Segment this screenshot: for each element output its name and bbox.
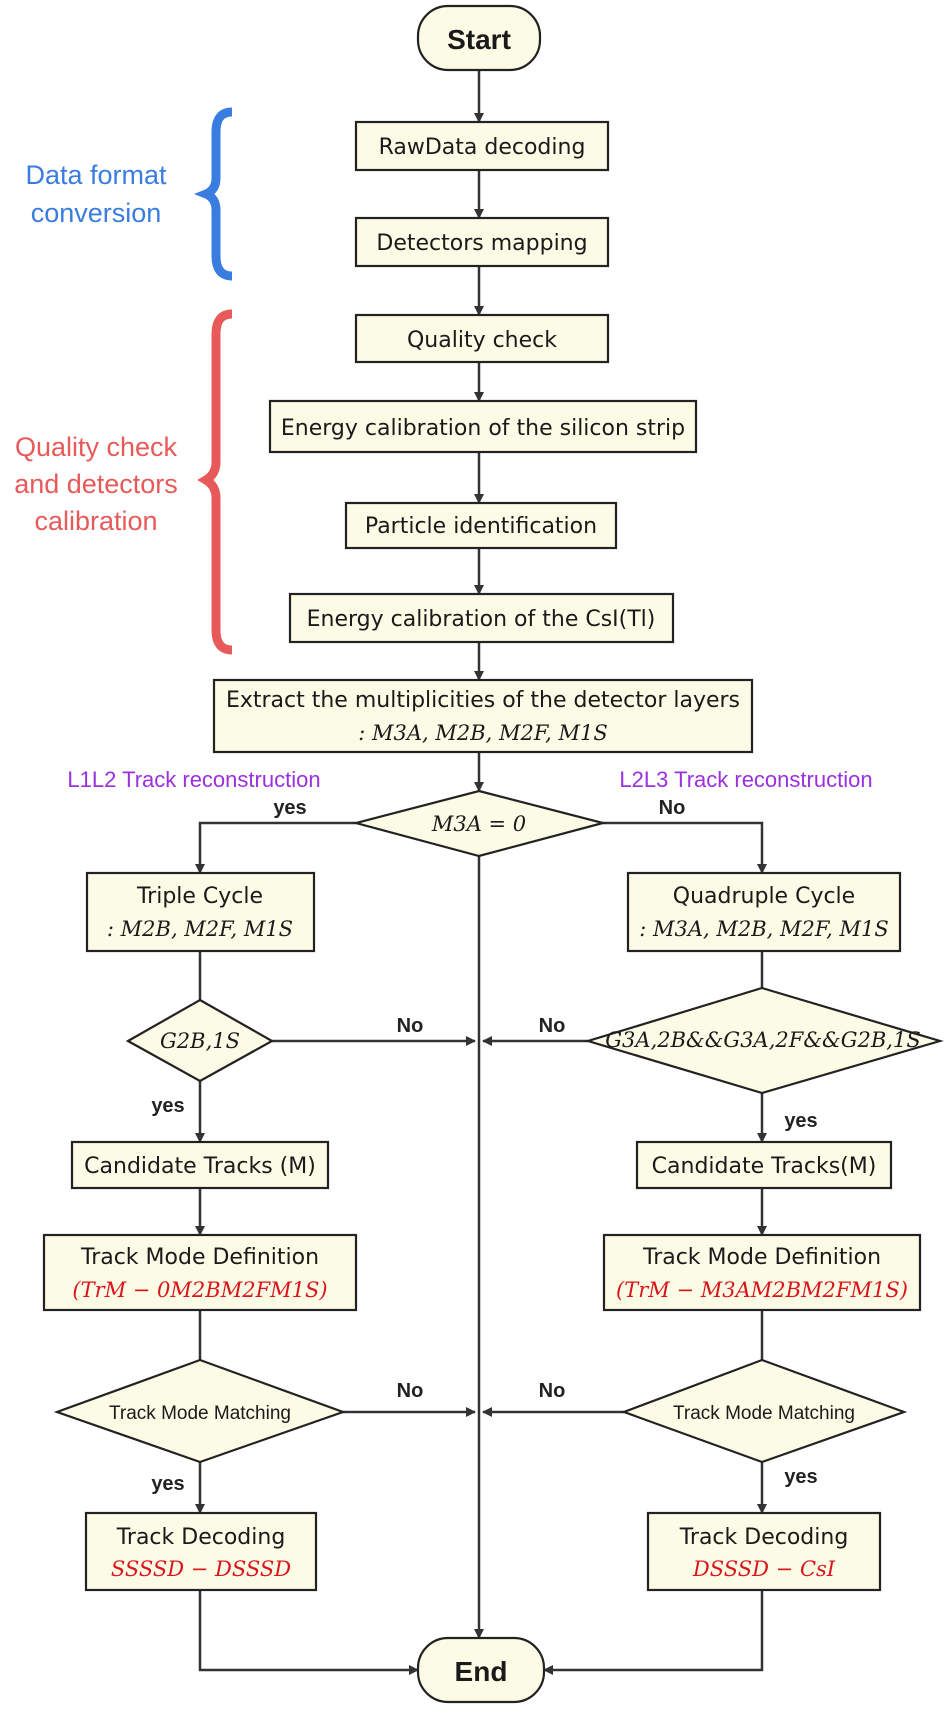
label-no-right-matching: No [539, 1380, 566, 1402]
energy-calibration-silicon-step: Energy calibration of the silicon strip [268, 399, 698, 454]
label-yes-left-gate: yes [151, 1095, 184, 1117]
detectors-mapping-step: Detectors mapping [354, 216, 610, 268]
svg-text:Particle identification: Particle identification [365, 514, 597, 539]
label-no-left-gate: No [397, 1015, 424, 1037]
edge-left-decoding-end [198, 1590, 419, 1675]
right-track-mode-definition-step: Track Mode Definition (TrM − M3AM2BM2FM1… [602, 1233, 922, 1312]
left-candidate-tracks-step: Candidate Tracks (M) [70, 1140, 330, 1190]
start-terminal: Start [416, 4, 542, 72]
svg-text:Quality check: Quality check [407, 328, 557, 353]
left-track-mode-definition-step: Track Mode Definition (TrM − 0M2BM2FM1S) [42, 1233, 358, 1312]
quality-label-line2: and detectors [14, 469, 178, 499]
svg-text:Track Mode Matching: Track Mode Matching [109, 1403, 291, 1424]
quality-check-step: Quality check [354, 313, 610, 364]
left-branch-title: L1L2 Track reconstruction [67, 767, 320, 792]
quality-label-line1: Quality check [15, 432, 178, 462]
label-yes-right-matching: yes [784, 1466, 817, 1488]
label-no-decision: No [659, 797, 686, 819]
data-format-brace [193, 107, 233, 281]
right-gate-decision: G3A,2B&&G3A,2F&&G2B,1S [584, 986, 944, 1095]
extract-multiplicities-step: Extract the multiplicities of the detect… [212, 678, 754, 754]
svg-text:: M3A, M2B, M2F, M1S: : M3A, M2B, M2F, M1S [358, 721, 608, 745]
edge-right-decoding-end [543, 1590, 764, 1675]
label-yes-decision: yes [273, 797, 306, 819]
rawdata-decoding-step: RawData decoding [354, 120, 610, 172]
svg-text:DSSSD − CsI: DSSSD − CsI [692, 1557, 836, 1581]
decision-m3a-zero: M3A = 0 [351, 789, 608, 858]
particle-identification-step: Particle identification [344, 501, 618, 550]
edge-decision-right [603, 821, 767, 874]
svg-text:M3A = 0: M3A = 0 [431, 812, 526, 836]
energy-calibration-csi-step: Energy calibration of the CsI(Tl) [288, 592, 675, 644]
label-yes-left-matching: yes [151, 1473, 184, 1495]
label-no-left-matching: No [397, 1380, 424, 1402]
svg-text:Track Mode Matching: Track Mode Matching [673, 1403, 855, 1424]
svg-text:RawData decoding: RawData decoding [379, 135, 586, 160]
left-track-decoding-step: Track Decoding SSSSD − DSSSD [84, 1511, 318, 1592]
right-branch-title: L2L3 Track reconstruction [619, 767, 872, 792]
svg-text:Track Decoding: Track Decoding [679, 1525, 849, 1550]
data-format-label-line1: Data format [25, 160, 167, 190]
right-track-mode-matching-decision: Track Mode Matching [620, 1358, 908, 1464]
svg-text:Quadruple Cycle: Quadruple Cycle [673, 884, 855, 909]
svg-text:SSSSD − DSSSD: SSSSD − DSSSD [111, 1557, 291, 1581]
svg-text:Extract the multiplicities of: Extract the multiplicities of the detect… [226, 688, 740, 713]
svg-text:Candidate Tracks (M): Candidate Tracks (M) [84, 1154, 316, 1179]
quality-label-line3: calibration [34, 506, 157, 536]
quadruple-cycle-step: Quadruple Cycle : M3A, M2B, M2F, M1S [626, 871, 902, 953]
left-gate-decision: G2B,1S [125, 998, 275, 1083]
svg-text:Energy calibration of the CsI(: Energy calibration of the CsI(Tl) [307, 607, 656, 632]
right-candidate-tracks-step: Candidate Tracks(M) [635, 1140, 893, 1190]
label-yes-right-gate: yes [784, 1110, 817, 1132]
svg-text:(TrM − 0M2BM2FM1S): (TrM − 0M2BM2FM1S) [72, 1278, 327, 1302]
left-track-mode-matching-decision: Track Mode Matching [53, 1358, 347, 1464]
svg-text:Start: Start [447, 24, 511, 55]
svg-text:(TrM − M3AM2BM2FM1S): (TrM − M3AM2BM2FM1S) [616, 1278, 908, 1302]
end-terminal: End [416, 1636, 546, 1704]
svg-text:Track Mode Definition: Track Mode Definition [642, 1245, 881, 1270]
right-track-decoding-step: Track Decoding DSSSD − CsI [646, 1511, 882, 1592]
svg-text:G3A,2B&&G3A,2F&&G2B,1S: G3A,2B&&G3A,2F&&G2B,1S [605, 1028, 920, 1052]
triple-cycle-step: Triple Cycle : M2B, M2F, M1S [85, 871, 316, 953]
svg-text:Triple Cycle: Triple Cycle [136, 884, 263, 909]
quality-brace [197, 309, 233, 655]
svg-text:Track Decoding: Track Decoding [116, 1525, 286, 1550]
edge-decision-left [195, 821, 356, 874]
svg-text:: M2B, M2F, M1S: : M2B, M2F, M1S [107, 917, 293, 941]
svg-text:End: End [455, 1656, 508, 1687]
svg-text:Detectors mapping: Detectors mapping [376, 231, 587, 256]
label-no-right-gate: No [539, 1015, 566, 1037]
data-format-label-line2: conversion [31, 198, 162, 228]
svg-text:G2B,1S: G2B,1S [160, 1029, 240, 1053]
svg-text:: M3A, M2B, M2F, M1S: : M3A, M2B, M2F, M1S [639, 917, 889, 941]
svg-text:Energy calibration of the sili: Energy calibration of the silicon strip [281, 416, 685, 441]
svg-text:Candidate Tracks(M): Candidate Tracks(M) [652, 1154, 877, 1179]
svg-text:Track Mode Definition: Track Mode Definition [80, 1245, 319, 1270]
